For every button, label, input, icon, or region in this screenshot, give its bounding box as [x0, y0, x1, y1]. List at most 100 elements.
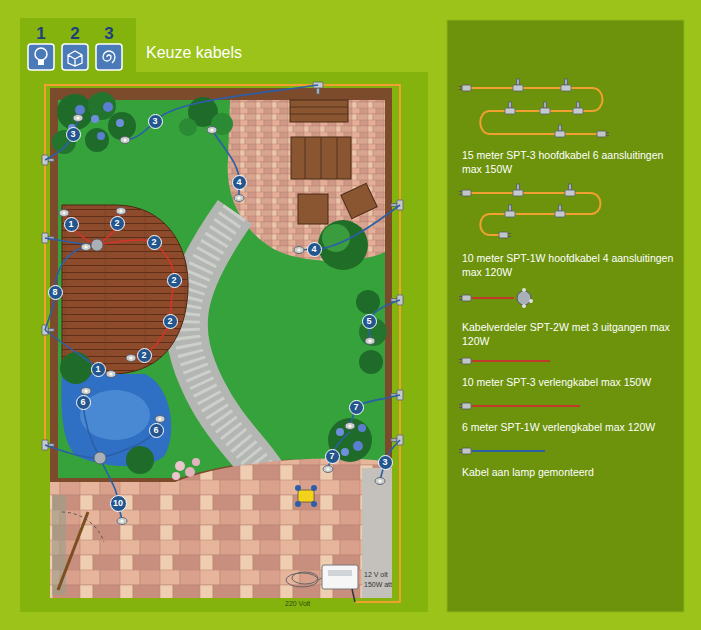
- callout-circle: 2: [167, 273, 182, 288]
- lamp-symbol: [323, 466, 333, 473]
- main-cable: [42, 325, 54, 335]
- legend-sample: [459, 403, 471, 409]
- garden-furniture: [337, 137, 338, 179]
- legend-text: 6 meter SPT-1W verlengkabel max 120W: [462, 421, 680, 435]
- legend-sample: [513, 79, 523, 91]
- callout-circle: 2: [137, 348, 152, 363]
- callout-number: 7: [329, 452, 334, 461]
- lamp-symbol: [73, 115, 83, 122]
- plants: [60, 352, 92, 384]
- lamp-symbol: [126, 355, 136, 362]
- legend-sample: [540, 102, 550, 114]
- plants: [356, 290, 380, 314]
- lamp-cable: [45, 445, 100, 458]
- callout-number: 8: [52, 288, 57, 297]
- lamp-symbol: [59, 210, 69, 217]
- step-icons: [68, 51, 82, 66]
- plants: [88, 92, 116, 120]
- legend-text: 10 meter SPT-1W hoofdkabel 4 aansluiting…: [462, 252, 680, 279]
- main-cable: [391, 295, 403, 305]
- extension-cable: [64, 214, 97, 245]
- legend-sample: [522, 288, 526, 292]
- callout-circle: 2: [147, 235, 162, 250]
- main-cable: [391, 200, 403, 210]
- legend-sample: [499, 232, 511, 238]
- step-number: 2: [70, 25, 79, 42]
- legend-sample: [459, 85, 471, 91]
- step-icons: [103, 51, 115, 63]
- callout-number: 1: [68, 220, 73, 229]
- step-icons: [28, 44, 54, 70]
- lamp-symbol: [106, 371, 116, 378]
- plants: [85, 128, 109, 152]
- plants: [185, 467, 195, 477]
- callout-number: 3: [152, 117, 157, 126]
- legend-sample: [459, 448, 471, 454]
- legend-sample: [459, 358, 471, 364]
- lamp-symbol: [155, 416, 165, 423]
- garden-furniture: [298, 490, 314, 502]
- legend-sample: [505, 102, 515, 114]
- callout-circle: 4: [232, 175, 247, 190]
- legend-sample: [472, 405, 580, 407]
- deck-and-pond: [80, 390, 150, 440]
- callout-number: 6: [80, 398, 85, 407]
- plants: [75, 105, 85, 115]
- legend-text: Kabelverdeler SPT-2W met 3 uitgangen max…: [462, 321, 680, 348]
- garden-furniture: [295, 501, 301, 507]
- lamp-symbol: [59, 115, 385, 525]
- callout-number: 4: [311, 245, 316, 254]
- garden-ground: [58, 100, 385, 478]
- step-icons: [62, 44, 88, 70]
- voltage-label: 12 V olt: [364, 571, 388, 578]
- garden-furniture: [290, 100, 377, 507]
- garden-furniture: [321, 137, 322, 179]
- legend-sample: [513, 184, 523, 196]
- plants: [91, 115, 99, 123]
- legend-sample: [472, 297, 514, 299]
- lamp-symbol: [117, 518, 127, 525]
- step-icons: [35, 48, 47, 60]
- transformer: [318, 578, 322, 580]
- lamp-symbol: [81, 244, 91, 251]
- lamp-symbol: [375, 478, 385, 485]
- plants: [52, 92, 387, 480]
- plants: [172, 472, 180, 480]
- legend-sample: [522, 304, 526, 308]
- mains-label: 220 Volt: [285, 600, 310, 607]
- main-cable: [313, 82, 323, 94]
- callout-number: 10: [113, 499, 123, 508]
- legend-text: Kabel aan lamp gemonteerd: [462, 466, 680, 480]
- plants: [358, 424, 366, 432]
- extension-cable: [97, 240, 174, 358]
- callout-circle: 1: [64, 217, 79, 232]
- callout-number: 2: [114, 219, 119, 228]
- garden-furniture: [311, 501, 317, 507]
- lamp-symbol: [91, 239, 103, 251]
- lamp-symbol: [207, 127, 217, 134]
- transformer: [322, 565, 358, 589]
- lamp-symbol: [116, 208, 126, 215]
- callout-circle: 7: [325, 449, 340, 464]
- legend-sample: [529, 299, 533, 303]
- callout-circle: 4: [307, 242, 322, 257]
- callout-circle: 5: [362, 314, 377, 329]
- transformer: [292, 572, 318, 584]
- lamp-cable: [45, 247, 85, 330]
- callout-number: 2: [171, 276, 176, 285]
- panel-title: Keuze kabels: [146, 44, 242, 62]
- lamp-cable: [45, 85, 400, 520]
- garden-furniture: [305, 137, 306, 179]
- deck-and-pond: [62, 205, 188, 374]
- garden-furniture: [290, 114, 348, 115]
- callout-number: 3: [70, 130, 75, 139]
- lamp-symbol: [234, 195, 244, 202]
- lamp-symbol: [81, 388, 91, 395]
- power-label: 150W att: [364, 581, 392, 588]
- legend-text: 15 meter SPT-3 hoofdkabel 6 aansluitinge…: [462, 149, 680, 176]
- step-number: 3: [104, 25, 113, 42]
- callout-circle: 10: [110, 495, 127, 512]
- transformer: [328, 570, 352, 576]
